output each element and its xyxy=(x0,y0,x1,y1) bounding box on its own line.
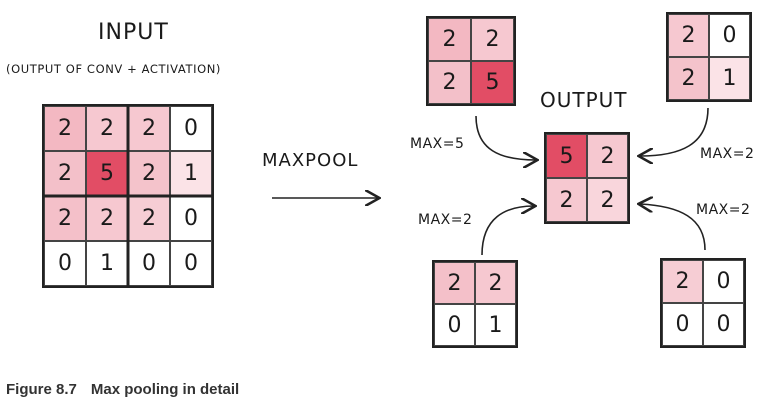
figure-caption: Figure 8.7 Max pooling in detail xyxy=(6,381,239,398)
matrix-cell: 0 xyxy=(709,14,750,57)
matrix-cell: 2 xyxy=(475,262,516,304)
matrix-cell: 2 xyxy=(587,134,628,178)
matrix-cell: 0 xyxy=(128,241,170,286)
matrix-cell: 2 xyxy=(128,151,170,196)
matrix-cell: 0 xyxy=(44,241,86,286)
matrix-cell: 1 xyxy=(170,151,212,196)
matrix-cell: 2 xyxy=(428,18,471,61)
max-label-top-right: MAX=2 xyxy=(700,146,755,162)
matrix-cell: 2 xyxy=(434,262,475,304)
input-subtitle: (OUTPUT OF CONV + ACTIVATION) xyxy=(6,62,222,76)
matrix-cell: 2 xyxy=(44,196,86,241)
arrow-top-left xyxy=(475,115,536,160)
arrow-bottom-right xyxy=(640,204,706,251)
matrix-cell: 0 xyxy=(170,241,212,286)
matrix-cell: 0 xyxy=(170,106,212,151)
block-divider xyxy=(44,194,212,198)
matrix-cell: 5 xyxy=(471,61,514,104)
matrix-cell: 0 xyxy=(703,303,744,346)
matrix-cell: 2 xyxy=(128,196,170,241)
matrix-cell: 5 xyxy=(86,151,128,196)
maxpool-label: MAXPOOL xyxy=(262,150,359,171)
matrix-cell: 0 xyxy=(434,304,475,346)
matrix-cell: 2 xyxy=(662,260,703,303)
matrix-cell: 2 xyxy=(428,61,471,104)
matrix-cell: 2 xyxy=(587,178,628,222)
matrix-cell: 2 xyxy=(44,106,86,151)
matrix-cell: 0 xyxy=(170,196,212,241)
matrix-cell: 1 xyxy=(709,57,750,100)
matrix-cell: 2 xyxy=(86,106,128,151)
figure-caption-text: Max pooling in detail xyxy=(90,381,240,398)
matrix-cell: 2 xyxy=(668,57,709,100)
input-title: INPUT xyxy=(98,20,169,45)
max-label-bottom-left: MAX=2 xyxy=(418,212,473,228)
matrix-cell: 2 xyxy=(668,14,709,57)
arrow-top-right xyxy=(640,107,709,156)
matrix-cell: 0 xyxy=(703,260,744,303)
output-title: OUTPUT xyxy=(540,88,628,112)
matrix-cell: 2 xyxy=(546,178,587,222)
matrix-cell: 1 xyxy=(475,304,516,346)
max-label-bottom-right: MAX=2 xyxy=(696,202,751,218)
max-label-top-left: MAX=5 xyxy=(410,136,465,152)
matrix-cell: 5 xyxy=(546,134,587,178)
arrow-bottom-left xyxy=(481,206,534,256)
matrix-cell: 1 xyxy=(86,241,128,286)
matrix-cell: 0 xyxy=(662,303,703,346)
matrix-cell: 2 xyxy=(471,18,514,61)
figure-number: Figure 8.7 xyxy=(6,381,77,398)
matrix-cell: 2 xyxy=(44,151,86,196)
